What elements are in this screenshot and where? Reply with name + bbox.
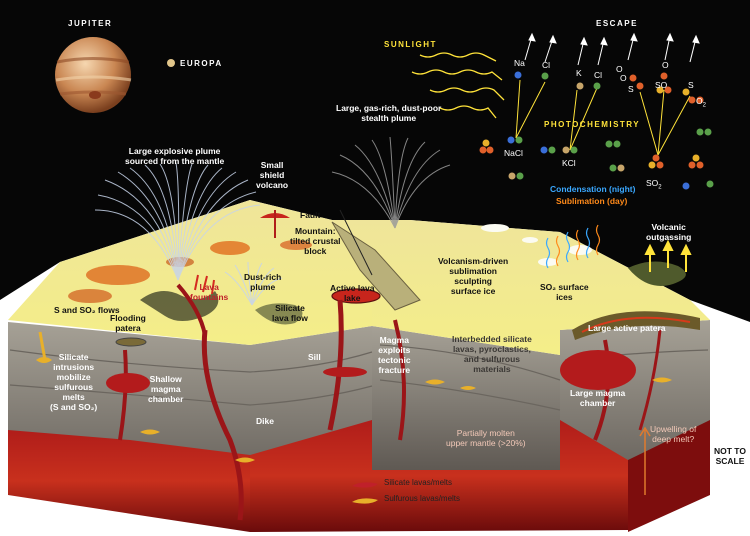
explosive-plume <box>94 162 261 281</box>
sunlight-rays <box>411 52 505 119</box>
sublimation-condensation-arrows <box>545 224 601 269</box>
fault-line <box>339 209 373 276</box>
label-mountain: Mountain: tilted crustal block <box>290 226 341 256</box>
label-nacl: NaCl <box>504 148 523 158</box>
label-explosive-plume: Large explosive plume sourced from the m… <box>125 146 225 166</box>
shallow-magma-chamber <box>106 373 150 393</box>
label-large-magma-chamber: Large magma chamber <box>570 388 626 408</box>
label-s-1: S <box>628 84 634 94</box>
label-k: K <box>576 68 582 78</box>
dike-conduit <box>201 329 244 521</box>
escape-arrows <box>524 32 700 66</box>
label-sunlight: SUNLIGHT <box>384 40 437 49</box>
label-o2-molecule: O2 <box>696 96 706 109</box>
label-stealth-plume: Large, gas-rich, dust-poor stealth plume <box>336 103 442 123</box>
legend-sulfurous-label: Sulfurous lavas/melts <box>384 494 461 503</box>
label-sill: Sill <box>308 352 321 362</box>
label-upwelling-deep-melt: Upwelling of deep melt? <box>650 424 697 444</box>
label-silicate-intrusions: Silicate intrusions mobilize sulfurous m… <box>50 352 98 412</box>
europa-moon <box>167 59 175 67</box>
label-active-lava-lake: Active lava lake <box>330 283 375 303</box>
volcanic-outgassing-vent <box>628 261 686 286</box>
label-magma-tectonic-fracture: Magma exploits tectonic fracture <box>378 335 411 375</box>
legend-silicate-swatch <box>352 482 378 488</box>
mantle-front <box>250 420 628 532</box>
label-fault: Fault <box>300 210 321 220</box>
tilted-mountain-block <box>331 221 421 311</box>
label-large-active-patera: Large active patera <box>588 323 666 333</box>
label-small-shield-volcano: Small shield volcano <box>256 160 289 190</box>
label-dike: Dike <box>256 416 274 426</box>
label-o-3: O <box>616 64 623 74</box>
large-magma-chamber <box>560 350 636 390</box>
label-not-to-scale: NOT TO SCALE <box>714 446 746 466</box>
label-s-so2-flows: S and SO₂ flows <box>54 305 120 315</box>
label-dust-rich-plume: Dust-rich plume <box>244 272 282 292</box>
label-s-2: S <box>688 80 694 90</box>
legend-sulfurous-swatch <box>352 498 378 504</box>
label-na: Na <box>514 58 525 68</box>
label-lava-fountains: Lava fountains <box>190 282 229 302</box>
jupiter-planet <box>55 37 131 113</box>
label-sublimation: Sublimation (day) <box>556 196 628 206</box>
flooding-patera <box>115 337 147 347</box>
label-shallow-magma-chamber: Shallow magma chamber <box>148 374 184 404</box>
dust-rich-plume <box>224 261 283 306</box>
label-cl-1: Cl <box>542 60 551 70</box>
label-so: SO <box>655 80 668 90</box>
label-europa: EUROPA <box>180 59 223 68</box>
label-interbedded-materials: Interbedded silicate lavas, pyroclastics… <box>452 334 532 374</box>
label-o-2: O <box>662 60 669 70</box>
label-condensation: Condensation (night) <box>550 184 636 194</box>
label-o-1: O <box>620 73 627 83</box>
label-cl-2: Cl <box>594 70 603 80</box>
label-so2-surface-ices: SO₂ surface ices <box>540 282 589 302</box>
stealth-plume <box>331 136 451 229</box>
mantle-left <box>8 430 250 532</box>
label-escape: ESCAPE <box>596 19 638 28</box>
label-jupiter: JUPITER <box>68 19 113 28</box>
space-sky <box>0 0 750 322</box>
label-volcanism-sublimation: Volcanism-driven sublimation sculpting s… <box>438 256 509 296</box>
label-photochemistry: PHOTOCHEMISTRY <box>544 120 641 129</box>
legend-silicate-label: Silicate lavas/melts <box>384 478 453 487</box>
label-so2-molecule: SO2 <box>646 178 662 191</box>
label-partially-molten-mantle: Partially molten upper mantle (>20%) <box>446 428 526 448</box>
active-lava-lake <box>331 288 381 304</box>
label-silicate-lava-flow: Silicate lava flow <box>272 303 308 323</box>
label-volcanic-outgassing: Volcanic outgassing <box>646 222 692 242</box>
label-kcl: KCl <box>562 158 576 168</box>
molecules <box>479 71 714 190</box>
label-flooding-patera: Flooding patera <box>110 313 146 333</box>
sill <box>323 367 367 377</box>
